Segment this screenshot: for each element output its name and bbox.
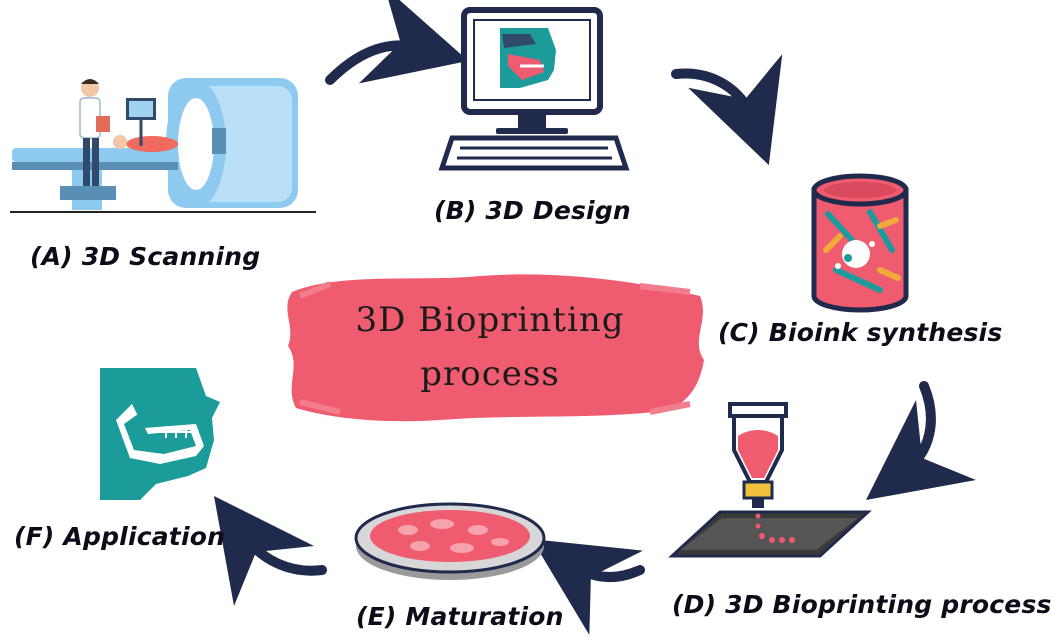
bioprinter-nozzle-icon: [668, 402, 872, 558]
step-label-a: (A) 3D Scanning: [30, 242, 261, 271]
step-label-c: (C) Bioink synthesis: [718, 318, 1003, 347]
jaw-profile-icon: [100, 368, 220, 500]
arrow-b-to-c: [671, 54, 783, 166]
step-label-f: (F) Application: [14, 522, 226, 551]
step-label-e: (E) Maturation: [356, 602, 564, 631]
center-title-line2: process: [420, 354, 560, 394]
arrow-d-to-e: [531, 539, 645, 636]
bioink-cylinder-icon: [811, 173, 909, 313]
arrow-c-to-d: [866, 381, 977, 501]
computer-design-icon: [438, 7, 630, 171]
arrow-e-to-f: [213, 496, 327, 607]
arrow-a-to-b: [325, 0, 469, 85]
center-brush-stroke: [287, 274, 704, 422]
center-title-line1: 3D Bioprinting: [355, 300, 625, 340]
diagram-canvas: [10, 0, 977, 636]
petri-dish-icon: [354, 502, 546, 580]
step-label-d: (D) 3D Bioprinting process: [672, 590, 1052, 619]
step-label-b: (B) 3D Design: [434, 196, 631, 225]
mri-scanner-icon: [10, 78, 316, 213]
